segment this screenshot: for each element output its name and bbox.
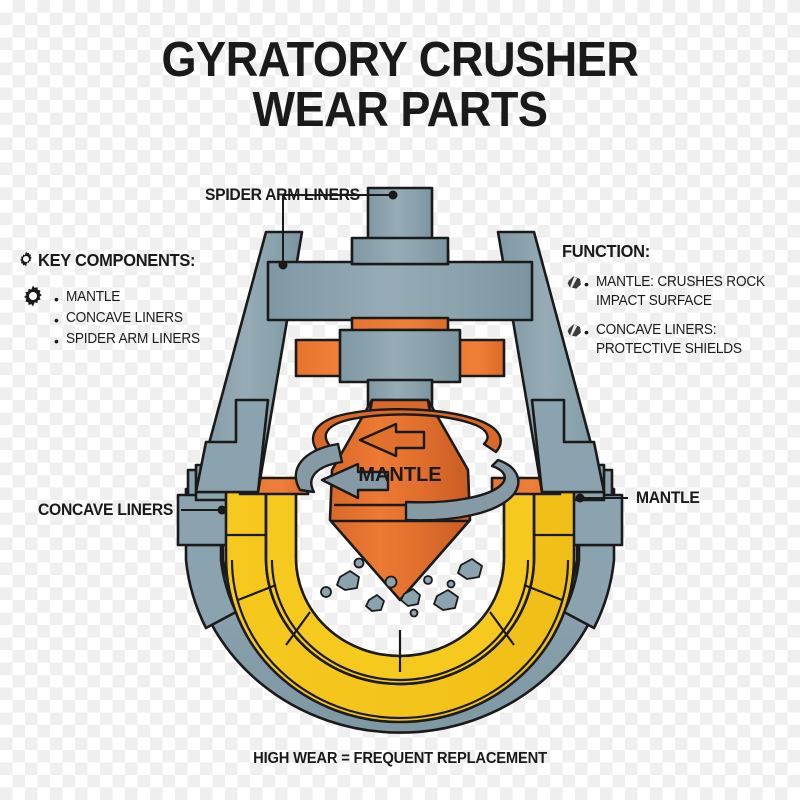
function-item-2-line2: PROTECTIVE SHIELDS [596, 341, 742, 357]
rock-fragment [365, 594, 385, 612]
rotation-arrow-lower [294, 442, 344, 494]
shaft-collar [350, 236, 450, 266]
key-components-item-concave-liners: CONCAVE LINERS [66, 310, 183, 326]
rock-fragment [409, 608, 419, 618]
leader-dot-concave [217, 505, 227, 515]
callout-dots [217, 190, 585, 515]
callout-leader-lines [181, 194, 628, 511]
key-components-item-mantle: MANTLE [66, 289, 121, 305]
gear-icon [20, 251, 32, 267]
leader-dot-spider-arm [388, 190, 398, 200]
footer-caption: HIGH WEAR = FREQUENT REPLACEMENT [253, 750, 547, 767]
page-title-line2: WEAR PARTS [252, 83, 548, 137]
rotation-arrow-lower-right [404, 458, 520, 522]
rock-icon [567, 324, 581, 337]
list-bullet: • [54, 312, 59, 328]
rock-icon [567, 276, 581, 289]
list-bullet: • [54, 333, 59, 349]
frame-leg-left-step [194, 398, 270, 494]
callout-mantle: MANTLE [636, 489, 700, 507]
eccentric-hub [338, 328, 462, 384]
rotation-arrow-upper-head [358, 422, 426, 458]
rock-fragment [384, 575, 398, 589]
rotation-arrow-lower-head [320, 462, 390, 500]
key-components-heading: KEY COMPONENTS: [38, 250, 196, 270]
rock-fragment [446, 579, 456, 589]
rock-fragment [320, 586, 332, 598]
callout-concave-liners: CONCAVE LINERS [38, 501, 174, 519]
list-bullet: • [584, 276, 589, 292]
frame-leg-right-step [530, 398, 606, 494]
leader-dot-mantle [575, 493, 585, 503]
pedestal-left-step [176, 493, 234, 547]
function-item-1-line2: IMPACT SURFACE [596, 293, 712, 309]
spider-beam [266, 260, 534, 322]
page-title-line1: GYRATORY CRUSHER [161, 33, 639, 87]
mantle-cone-label: MANTLE [358, 464, 441, 486]
function-item-2-line1: CONCAVE LINERS: [596, 322, 717, 338]
concave-liner-inner-ring [264, 485, 536, 686]
crushed-rock-group [320, 557, 483, 618]
rock-fragment [353, 557, 365, 569]
leader-dot-spider-arm-2 [278, 260, 288, 270]
rock-fragment [336, 570, 360, 591]
function-heading: FUNCTION: [562, 241, 650, 261]
gear-icon [24, 285, 42, 307]
rock-fragment [423, 575, 433, 585]
concave-liner-segment-lines [226, 487, 574, 720]
function-item-1-line1: MANTLE: CRUSHES ROCK [596, 274, 765, 290]
callout-spider-arm-liners: SPIDER ARM LINERS [205, 186, 360, 204]
list-bullet: • [54, 291, 59, 307]
rock-fragment [400, 588, 421, 607]
rock-fragment [433, 589, 459, 611]
rock-fragment [457, 558, 483, 580]
key-components-item-spider-arm-liners: SPIDER ARM LINERS [66, 331, 200, 347]
list-bullet: • [584, 324, 589, 340]
pedestal-right-step [566, 493, 624, 547]
rotation-arrow-upper [312, 408, 502, 454]
